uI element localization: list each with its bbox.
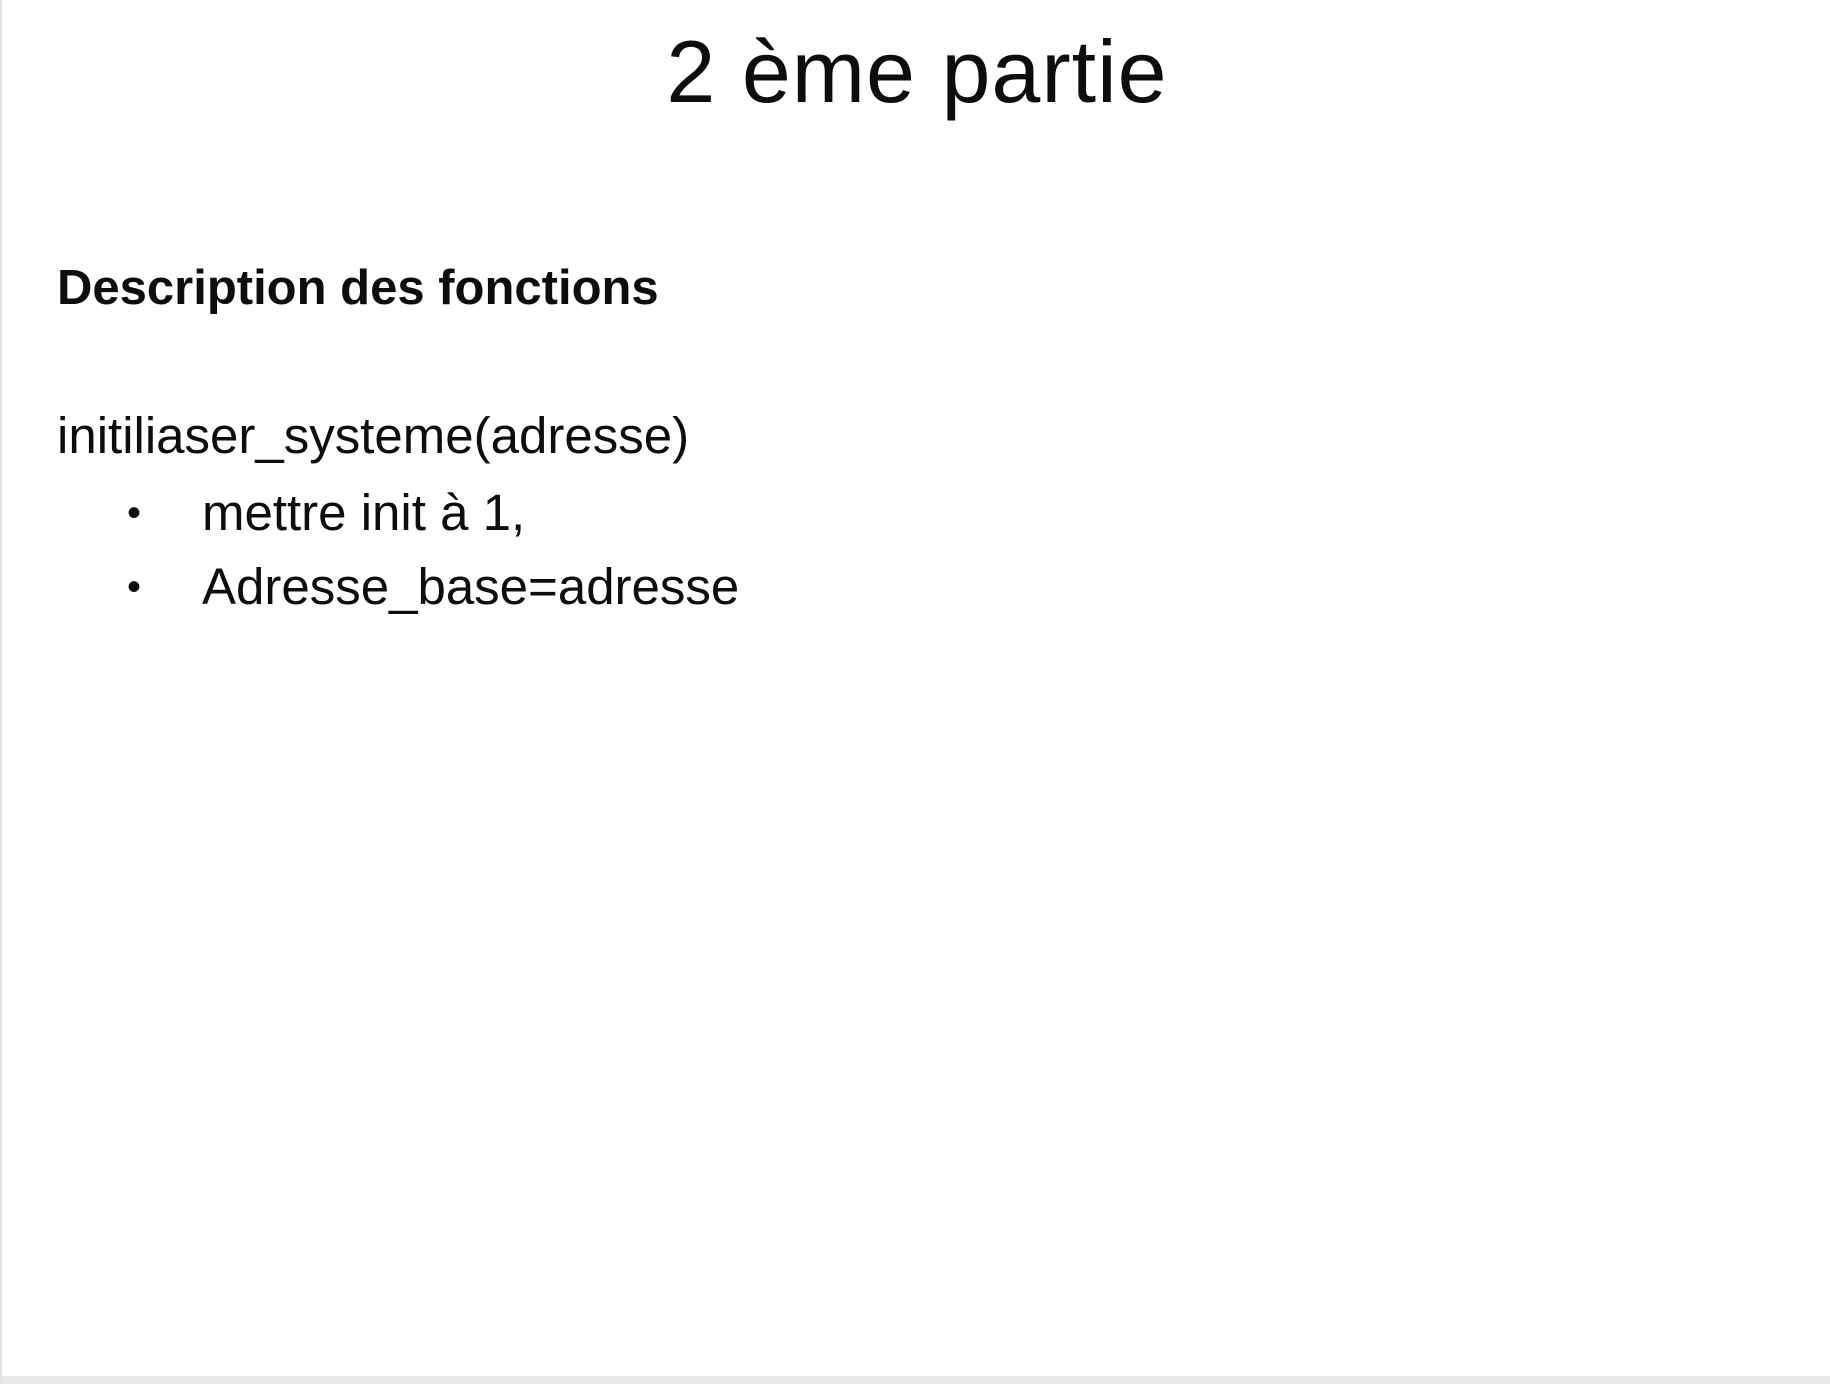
section-heading: Description des fonctions <box>57 261 659 315</box>
list-item-text: mettre init à 1, <box>202 484 526 541</box>
slide-title: 2 ème partie <box>666 22 1168 121</box>
list-item-text: Adresse_base=adresse <box>202 558 740 615</box>
bullet-icon: • <box>127 491 142 535</box>
list-item: • mettre init à 1, <box>127 476 739 550</box>
slide-bottom-border <box>2 1376 1830 1384</box>
function-signature: initiliaser_systeme(adresse) <box>57 407 690 464</box>
bullet-list: • mettre init à 1, • Adresse_base=adress… <box>127 476 739 624</box>
bullet-icon: • <box>127 565 142 609</box>
list-item: • Adresse_base=adresse <box>127 550 739 624</box>
